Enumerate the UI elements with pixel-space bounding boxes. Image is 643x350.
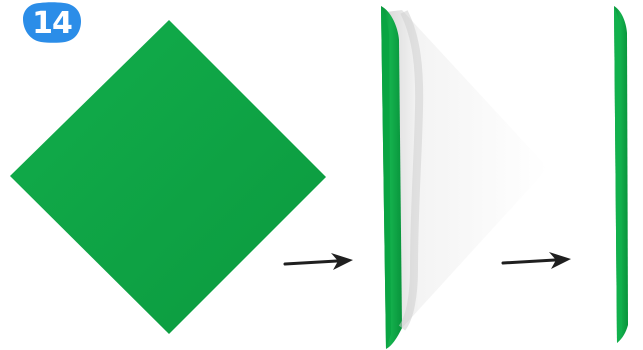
right-arrow-icon bbox=[500, 248, 576, 274]
green-diamond-paper bbox=[10, 20, 326, 334]
green-narrow-strip-highlight bbox=[614, 6, 622, 343]
right-arrow-2 bbox=[500, 248, 576, 274]
right-arrow-1 bbox=[282, 249, 358, 275]
right-arrow-icon bbox=[282, 249, 358, 275]
